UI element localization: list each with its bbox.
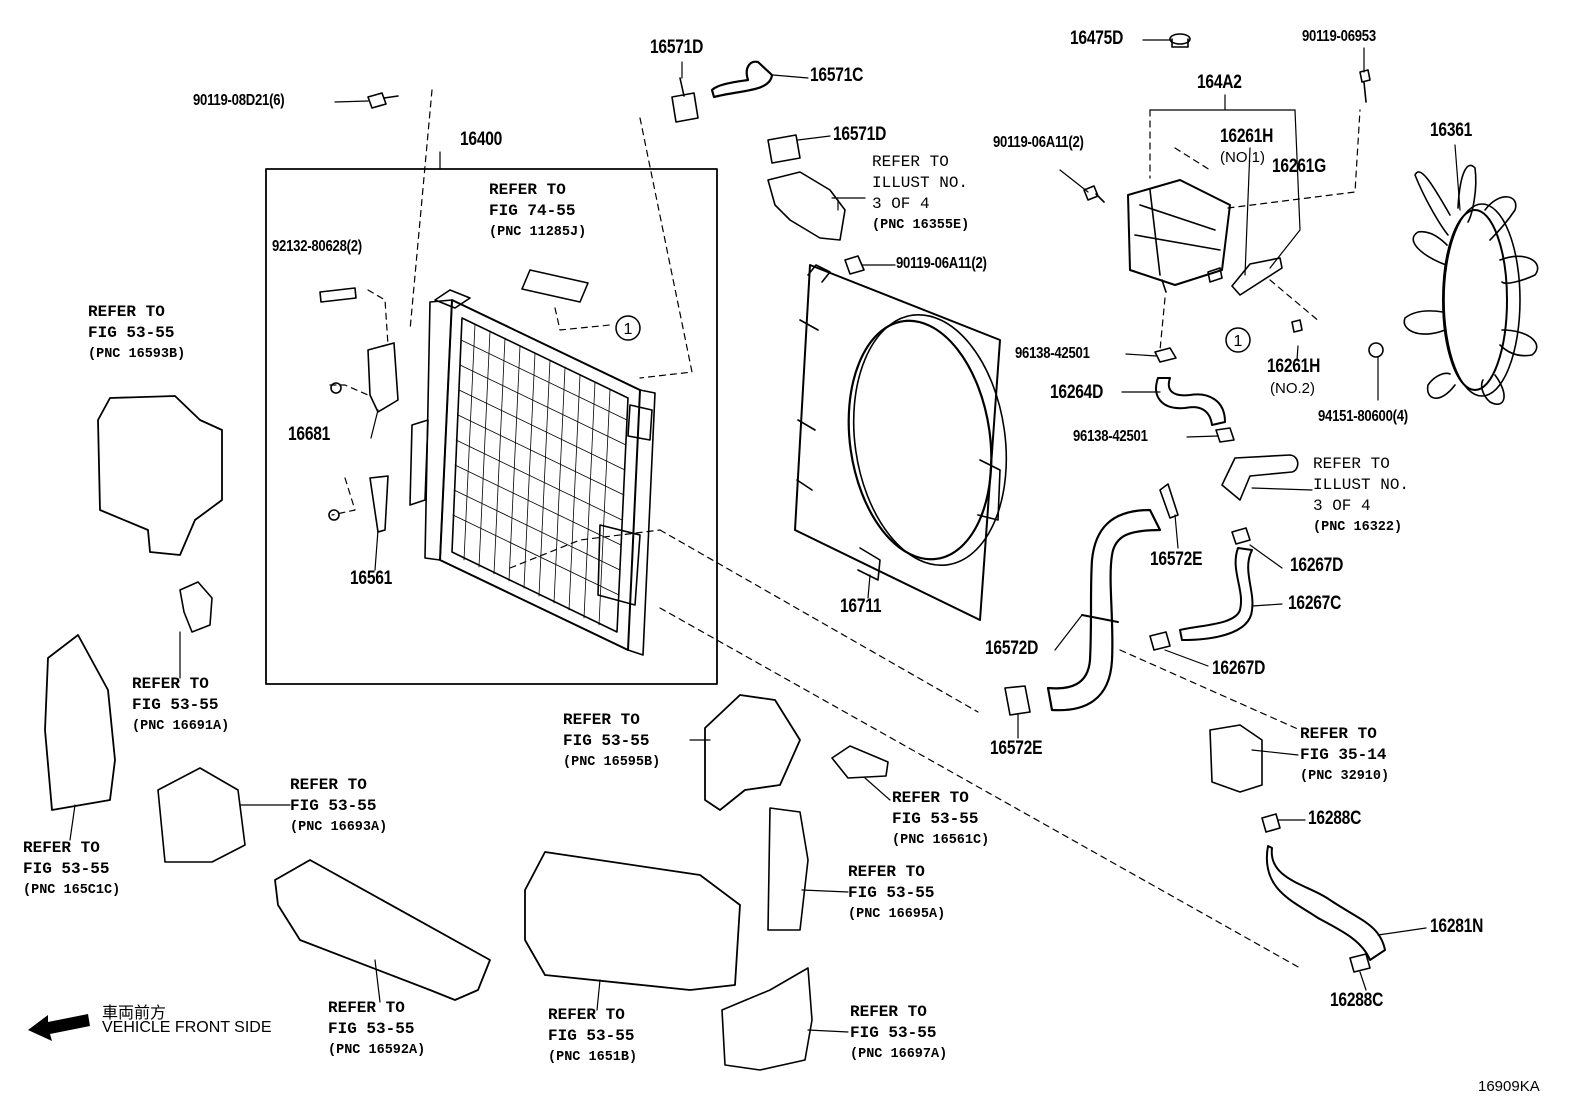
part-16561c [831,745,889,779]
duct-16593b [97,395,223,556]
part-16691a [179,581,213,633]
part-label-16267c: 16267C [1288,593,1342,614]
part-label-16475d: 16475D [1070,28,1124,49]
dashed-guides [329,89,1361,969]
fan-drawing [1368,164,1539,405]
sub-note-no2: (NO.2) [1270,380,1315,397]
part-label-16288c-b: 16288C [1330,990,1384,1011]
part-label-16561: 16561 [350,568,393,589]
hose-16281n [1265,845,1386,961]
bolt-08d21 [367,92,399,109]
part-label-16261h-no1: 16261H [1220,126,1274,147]
clamp-16572e-b [1004,685,1031,716]
part-label-94151: 94151-80600(4) [1318,408,1408,425]
part-label-16572e-b: 16572E [990,738,1043,759]
clamp-96138-b [1215,427,1235,443]
water-inlet [1221,454,1299,501]
clamp-16571d-top [671,77,699,123]
clamp-16572e-a [1159,483,1179,519]
part-label-16267d-a: 16267D [1290,555,1344,576]
clamp-16288c-a [1261,813,1281,833]
clamp-96138-a [1154,347,1177,363]
water-outlet [767,171,846,241]
part-label-16261g: 16261G [1272,156,1326,177]
part-label-16267d-b: 16267D [1212,658,1266,679]
part-label-16711: 16711 [840,596,882,617]
radiator-drawing [409,289,656,656]
part-label-90119-06953: 90119-06953 [1302,28,1376,45]
part-label-16572e-a: 16572E [1150,549,1203,570]
arrow-left-icon [28,1014,90,1041]
clamp-16267d-b [1149,631,1171,651]
hose-16572d [1046,508,1162,712]
clamp-16571d-mid [767,134,801,164]
clamp-16267d-a [1231,527,1251,545]
callout-circle-a [615,315,641,341]
part-label-16288c-a: 16288C [1308,808,1362,829]
part-label-16571c: 16571C [810,65,864,86]
part-label-90119-06a11-reservoir: 90119-06A11(2) [993,134,1084,151]
direction-note-en: VEHICLE FRONT SIDE [102,1019,272,1036]
bracket-16681 [367,342,399,413]
diagram-code: 16909KA [1478,1078,1540,1095]
bracket-16697a [721,967,813,1071]
hose-16264d [1155,377,1226,426]
bracket-16693a [157,767,246,863]
hose-16267c [1179,547,1254,641]
egr-part [1209,724,1263,793]
direction-note-jp: 車両前方 [102,1005,167,1022]
part-label-16571d-mid: 16571D [833,124,887,145]
part-label-16264d: 16264D [1050,382,1104,403]
bracket-16561 [369,475,389,533]
part-label-16281n: 16281N [1430,916,1484,937]
part-label-16361: 16361 [1430,120,1473,141]
sub-note-no1: (NO.1) [1220,149,1265,166]
part-label-16571d-top: 16571D [650,37,704,58]
part-label-96138-a: 96138-42501 [1015,345,1090,362]
shield-16592a [274,859,491,1001]
part-label-16572d: 16572D [985,638,1039,659]
callout-number-b: 1 [1234,333,1243,350]
label-plate [521,269,589,303]
reservoir-drawing [1083,33,1371,333]
hose-16571c [710,60,774,99]
bracket-16695a [767,807,809,931]
part-label-96138-b: 96138-42501 [1073,428,1148,445]
duct-165c1c [44,634,116,811]
duct-1651b [524,851,741,991]
callout-circle-b [1225,327,1251,353]
part-label-92132: 92132-80628(2) [272,238,362,255]
callout-number-a: 1 [624,321,633,338]
part-label-90119-06a11-shroud: 90119-06A11(2) [896,255,987,272]
duct-16595b [704,694,801,811]
stud-92132 [319,287,357,303]
radiator-assembly-box [265,168,718,685]
part-label-164a2: 164A2 [1197,72,1242,93]
fan-shroud-drawing [794,264,1008,621]
leader-lines [69,39,1461,1033]
part-label-90119-08d21: 90119-08D21(6) [193,92,285,109]
part-label-16681: 16681 [288,424,331,445]
clamp-16288c-b [1349,953,1371,973]
part-label-16261h-no2: 16261H [1267,356,1321,377]
part-label-16400: 16400 [460,129,503,150]
bolt-06a11-shroud [844,255,865,275]
